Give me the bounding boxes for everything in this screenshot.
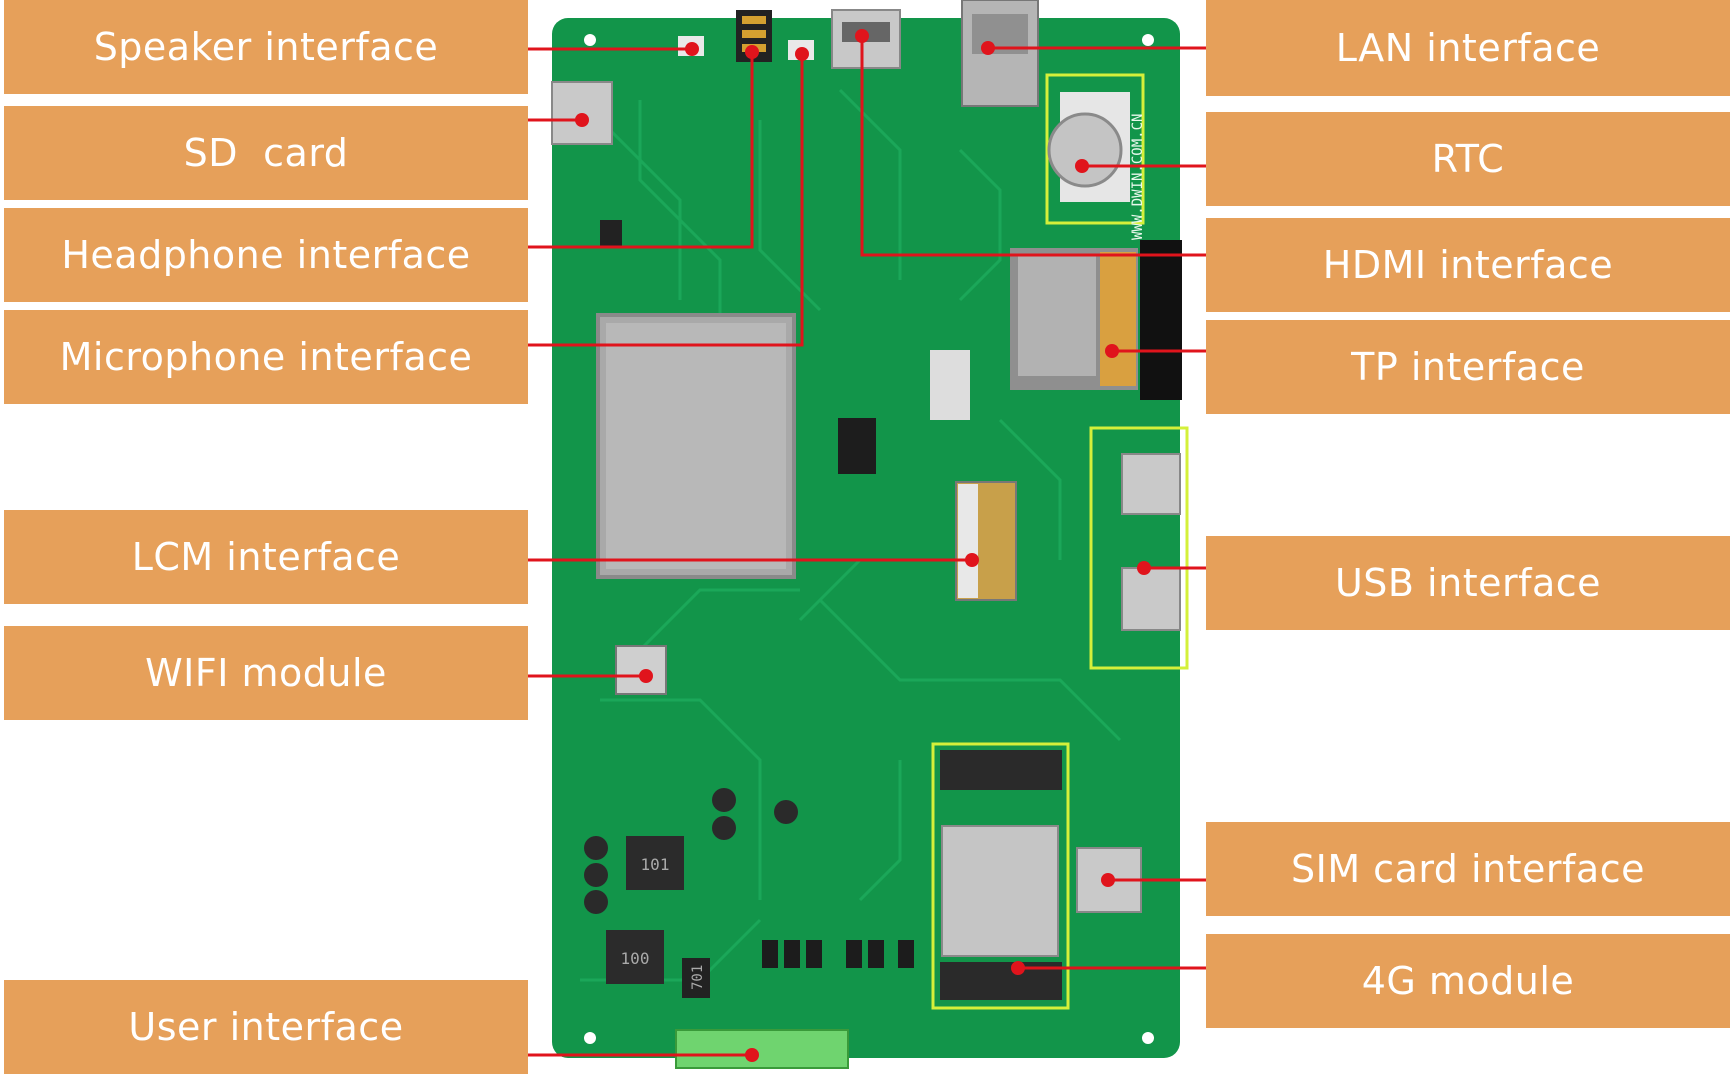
label-lcm-interface: LCM interface: [4, 510, 528, 604]
label-usb-interface: USB interface: [1206, 536, 1730, 630]
board-url: WWW.DWIN.COM.CN: [1130, 114, 1146, 240]
label-microphone-interface: Microphone interface: [4, 310, 528, 404]
label-rtc: RTC: [1206, 112, 1730, 206]
label-lan-interface: LAN interface: [1206, 0, 1730, 96]
label-speaker-interface: Speaker interface: [4, 0, 528, 94]
leader-headphone: [528, 52, 754, 249]
coil-label-top: 101: [641, 855, 670, 874]
label-sd-card: SD card: [4, 106, 528, 200]
user-terminal: [675, 1029, 849, 1069]
usb-port-2: [1121, 567, 1181, 631]
coil-label-bottom: 100: [621, 949, 650, 968]
label-4g-module: 4G module: [1206, 934, 1730, 1028]
leader-dots: [575, 29, 1151, 1062]
leader-microphone: [528, 54, 804, 347]
usb-port-1: [1121, 453, 1181, 515]
label-sim-card-interface: SIM card interface: [1206, 822, 1730, 916]
ic-label: 701: [690, 965, 706, 990]
rtc-battery: [1047, 112, 1123, 188]
usb-highlight: [1089, 426, 1189, 670]
label-user-interface: User interface: [4, 980, 528, 1074]
module-4g-highlight: [931, 742, 1070, 1010]
label-headphone-interface: Headphone interface: [4, 208, 528, 302]
leader-lines: [528, 36, 1206, 1057]
rtc-highlight: [1045, 73, 1145, 225]
label-hdmi-interface: HDMI interface: [1206, 218, 1730, 312]
leader-hdmi: [860, 36, 1206, 257]
module-4g: [941, 825, 1059, 957]
label-wifi-module: WIFI module: [4, 626, 528, 720]
label-tp-interface: TP interface: [1206, 320, 1730, 414]
